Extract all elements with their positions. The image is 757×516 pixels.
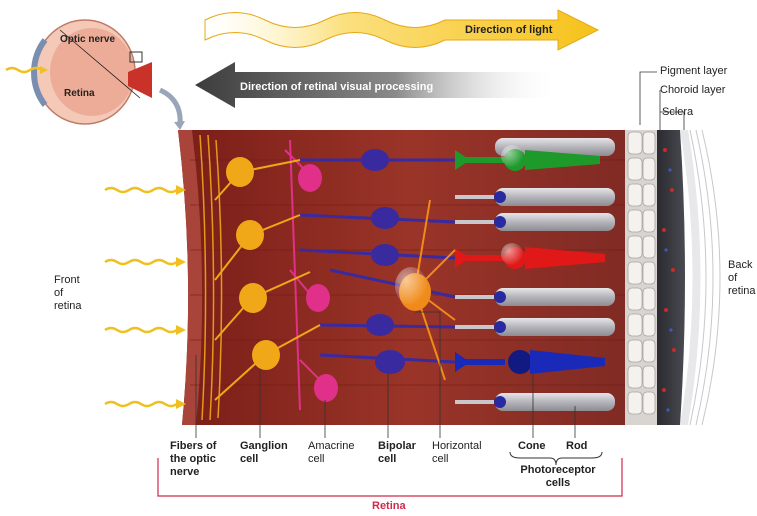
label-rod: Rod [566, 440, 587, 453]
label-pigment-layer: Pigment layer [660, 65, 727, 78]
label-choroid-layer: Choroid layer [660, 84, 725, 97]
label-front-of-retina: Front of retina [54, 274, 82, 313]
label-amacrine-cell: Amacrine cell [308, 440, 354, 466]
label-fibers-optic-nerve: Fibers of the optic nerve [170, 440, 216, 479]
label-sclera: Sclera [662, 106, 693, 119]
inset-label-retina: Retina [64, 88, 95, 99]
label-ganglion-cell: Ganglion cell [240, 440, 288, 466]
right-leader-lines [640, 72, 684, 130]
label-bipolar-cell: Bipolar cell [378, 440, 416, 466]
light-arrow-label: Direction of light [465, 24, 553, 36]
choroid-layer [657, 130, 685, 425]
sclera [680, 130, 720, 425]
incoming-light-arrows [105, 188, 177, 406]
processing-arrow-label: Direction of retinal visual processing [240, 81, 433, 93]
pigment-layer [625, 130, 657, 425]
label-retina: Retina [372, 500, 406, 513]
label-cone: Cone [518, 440, 546, 453]
inset-label-optic-nerve: Optic nerve [60, 34, 115, 45]
label-photoreceptor-cells: Photoreceptor cells [518, 464, 598, 490]
label-back-of-retina: Back of retina [728, 259, 756, 298]
incoming-light-arrowheads [176, 185, 186, 409]
label-horizontal-cell: Horizontal cell [432, 440, 482, 466]
